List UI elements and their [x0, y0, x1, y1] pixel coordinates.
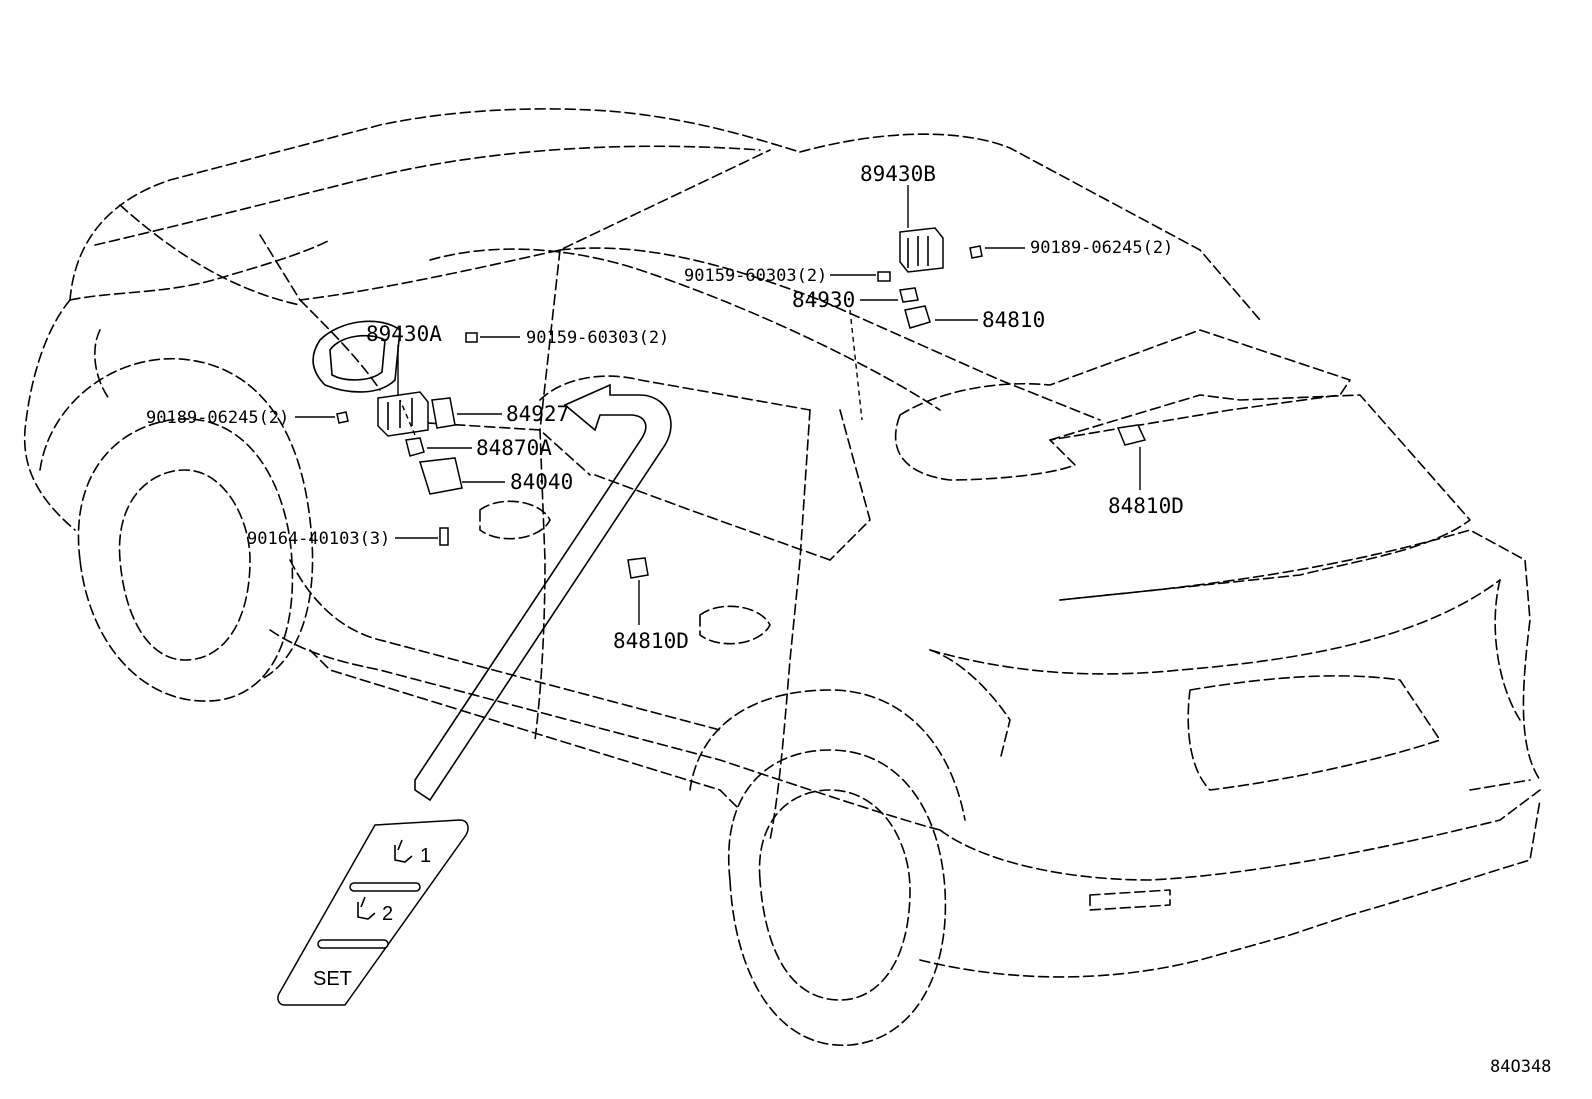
label-90164-40103: 90164-40103(3) [247, 529, 390, 549]
label-84930: 84930 [792, 288, 855, 312]
label-84040: 84040 [510, 470, 573, 494]
label-90189-06245-right: 90189-06245(2) [1030, 238, 1173, 258]
memory-switch-panel: 1 2 SET [277, 819, 469, 1006]
label-84927: 84927 [506, 402, 569, 426]
seat-memory-2-icon [357, 896, 376, 920]
label-84810D-rear: 84810D [1108, 494, 1184, 518]
label-89430A: 89430A [366, 322, 442, 346]
label-84870A: 84870A [476, 436, 552, 460]
label-84810: 84810 [982, 308, 1045, 332]
label-90159-60303-right: 90159-60303(2) [684, 266, 827, 286]
label-84810D-door: 84810D [613, 629, 689, 653]
part-labels: 89430B 90189-06245(2) 90159-60303(2) 849… [146, 162, 1184, 653]
label-90159-60303-left: 90159-60303(2) [526, 328, 669, 348]
leader-lines [295, 185, 1141, 625]
seat-memory-2-label: 2 [382, 903, 393, 925]
vehicle-outline [23, 108, 1541, 1046]
component-sketches [336, 227, 1147, 579]
seat-memory-set-label: SET [313, 968, 352, 990]
seat-memory-1-label: 1 [420, 845, 431, 867]
diagram-reference-code: 84O348 [1490, 1057, 1551, 1077]
label-89430B: 89430B [860, 162, 936, 186]
seat-memory-1-icon [394, 839, 413, 863]
callout-arrow [414, 383, 672, 802]
label-90189-06245-left: 90189-06245(2) [146, 408, 289, 428]
